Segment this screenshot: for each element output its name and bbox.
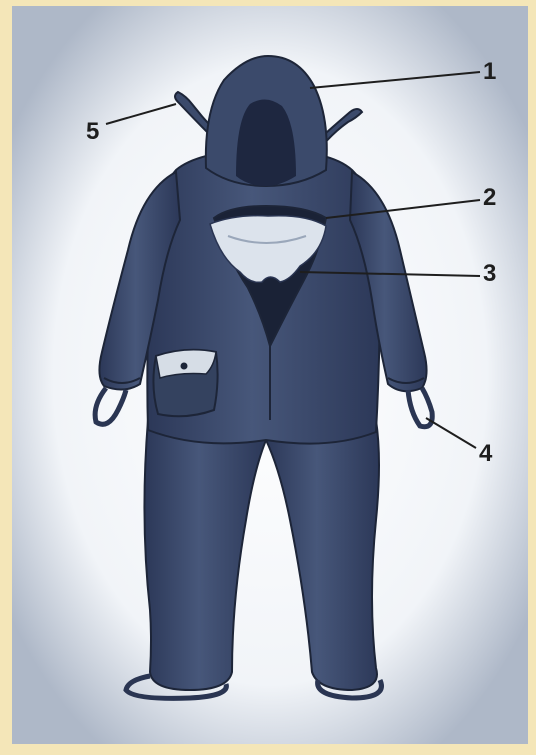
callout-3: 3 [483, 262, 496, 286]
callout-5: 5 [86, 120, 99, 144]
callout-4: 4 [479, 442, 492, 466]
callout-2: 2 [483, 186, 496, 210]
pocket-button [181, 363, 188, 370]
callout-1: 1 [483, 60, 496, 84]
